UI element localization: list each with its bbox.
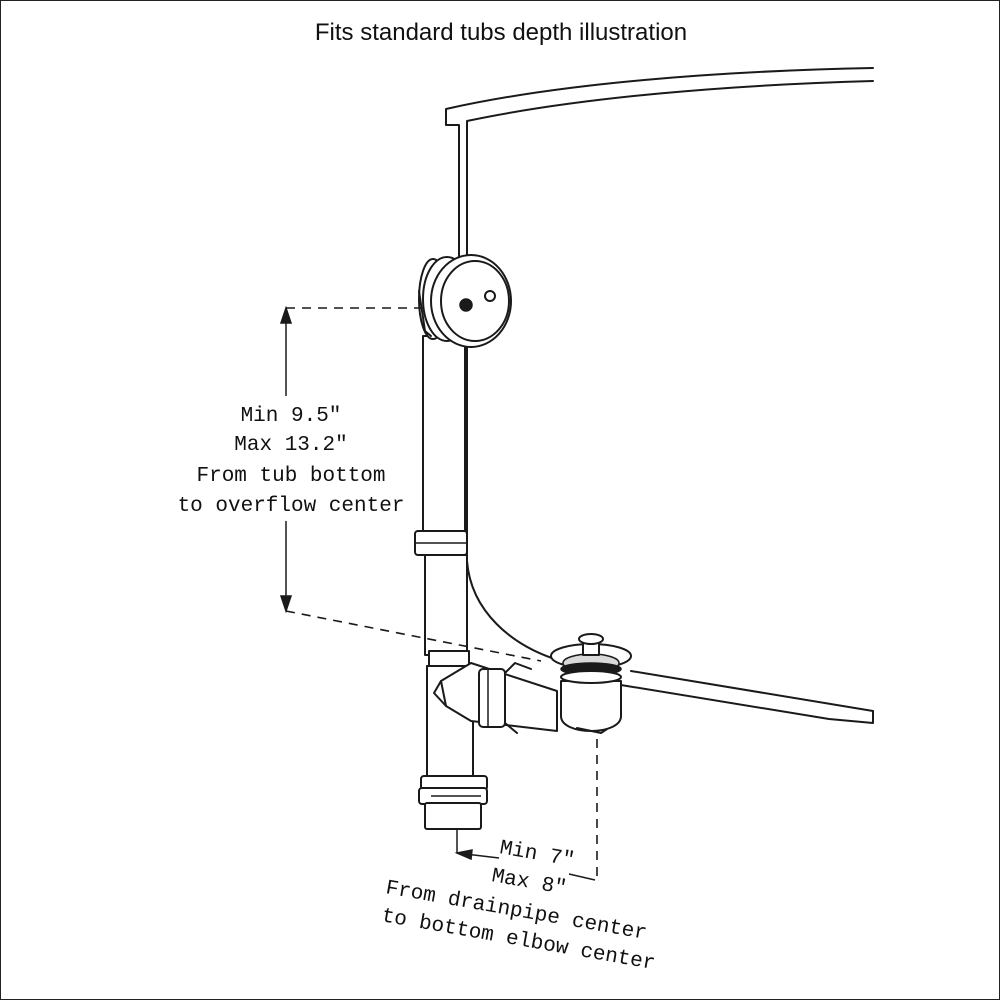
diagram-title: Fits standard tubs depth illustration [314, 19, 688, 46]
overflow-faceplate [418, 254, 512, 348]
overflow-desc-line1: From tub bottom [196, 465, 385, 488]
overflow-min-text: Min 9.5″ [241, 405, 342, 428]
drain-dimension-label: Min 7″ Max 8″ From drainpipe center to b… [380, 837, 657, 976]
drain-stopper [550, 633, 632, 734]
drain-max-text: Max 8″ [490, 865, 568, 901]
overflow-desc-line2: to overflow center [178, 495, 405, 518]
drain-dimension-lines [454, 739, 598, 881]
overflow-max-text: Max 13.2″ [234, 434, 347, 457]
overflow-dimension-label: Min 9.5″ Max 13.2″ From tub bottom to ov… [178, 405, 405, 518]
bathtub-outline [445, 67, 874, 724]
overflow-pipe [414, 335, 470, 672]
tee-connector [433, 662, 558, 734]
overflow-dimension-lines [279, 305, 542, 662]
